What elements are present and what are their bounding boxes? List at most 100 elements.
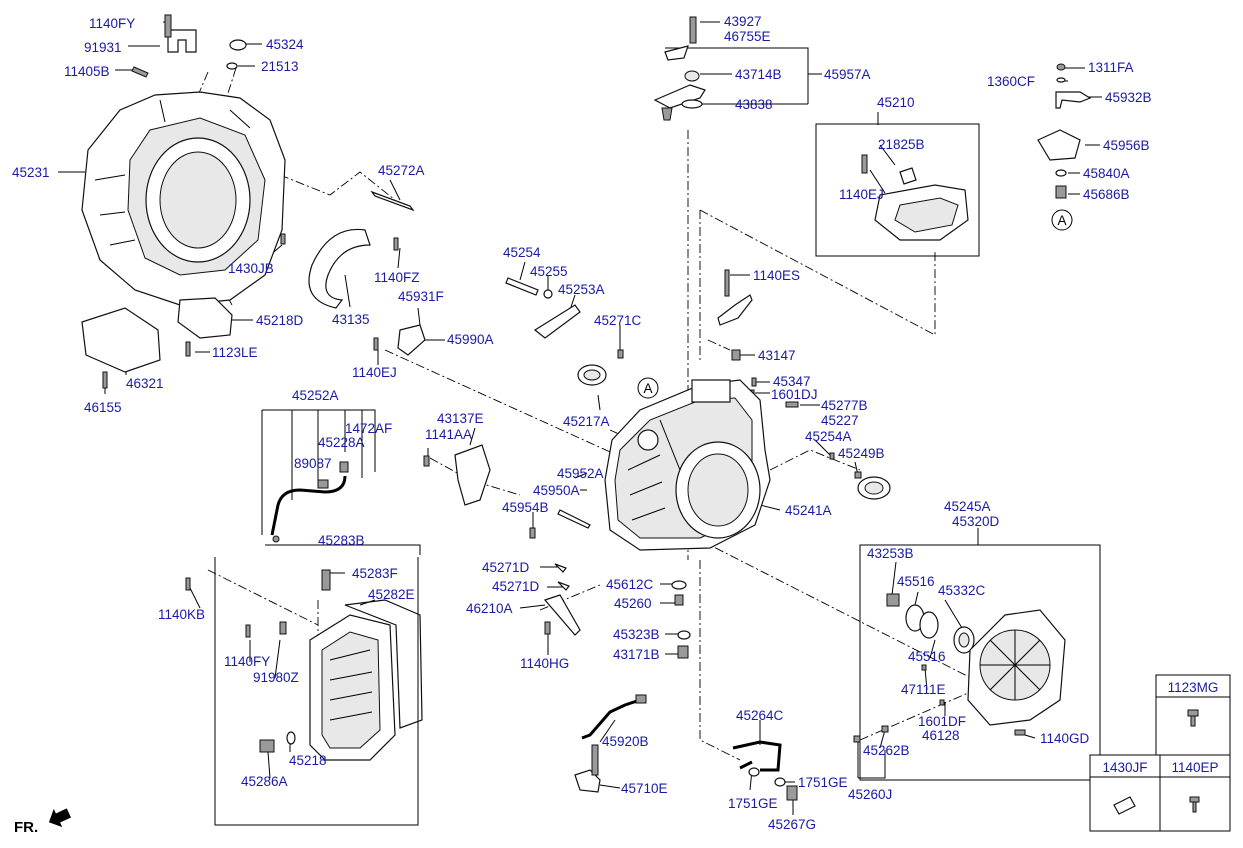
- part-label: 45324: [266, 37, 304, 52]
- part-label: 46128: [922, 728, 960, 743]
- bracket-assembly-part: [861, 154, 969, 241]
- part-label: 1123LE: [212, 345, 258, 360]
- part-label: 1601DJ: [771, 387, 818, 402]
- part-label: 1360CF: [987, 74, 1035, 89]
- part-label: 45323B: [613, 627, 660, 642]
- fr-label: FR.: [14, 819, 38, 836]
- part-label: 21513: [261, 59, 299, 74]
- part-label: 1140EJ: [352, 365, 397, 380]
- part-label: 45347: [773, 374, 811, 389]
- callout-a-circle-center: [637, 377, 659, 399]
- part-label: 45686B: [1083, 187, 1130, 202]
- part-label: 1430JB: [228, 261, 274, 276]
- part-label: 45920B: [602, 734, 649, 749]
- part-label: 45241A: [785, 503, 832, 518]
- part-label: 1601DF: [918, 714, 966, 729]
- converter-housing-part: [81, 14, 286, 306]
- part-label: 45932B: [1105, 90, 1152, 105]
- part-label: 43147: [758, 348, 796, 363]
- part-label: 91980Z: [253, 670, 299, 685]
- part-label: 1751GE: [728, 796, 778, 811]
- part-label: 91931: [84, 40, 122, 55]
- part-label: 1311FA: [1088, 60, 1134, 75]
- part-label: 45283B: [318, 533, 365, 548]
- part-label: 45271C: [594, 313, 642, 328]
- part-label: 45254A: [805, 429, 852, 444]
- part-label: 1140FZ: [374, 270, 420, 285]
- legend-header: 1123MG: [1168, 680, 1219, 695]
- oil-pipe-parts: [270, 444, 491, 543]
- part-label: 43714B: [735, 67, 782, 82]
- transaxle-case-part: [604, 379, 891, 551]
- part-label: 43838: [735, 97, 773, 112]
- oil-pan-part: [185, 569, 423, 761]
- part-label: 45254: [503, 245, 541, 260]
- part-label: 45253A: [558, 282, 605, 297]
- part-label: 1140EJ: [839, 187, 884, 202]
- part-label: 45612C: [606, 577, 654, 592]
- part-label: 46755E: [724, 29, 771, 44]
- part-label: 45282E: [368, 587, 415, 602]
- part-label: 45710E: [621, 781, 668, 796]
- part-label: 45217A: [563, 414, 610, 429]
- part-label: 46321: [126, 376, 164, 391]
- part-label: 1140KB: [158, 607, 205, 622]
- part-label: 45516: [897, 574, 935, 589]
- legend-header: 1430JF: [1102, 760, 1147, 775]
- part-label: 45950A: [533, 483, 580, 498]
- part-label: 1140HG: [520, 656, 569, 671]
- part-label: 45952A: [557, 466, 604, 481]
- part-label: 45218D: [256, 313, 304, 328]
- part-label: 45272A: [378, 163, 425, 178]
- part-label: 45260J: [848, 787, 892, 802]
- part-label: 45320D: [952, 514, 1000, 529]
- middle-small-parts: [505, 269, 799, 408]
- part-label: 45227: [821, 413, 859, 428]
- part-label: 45516: [908, 649, 946, 664]
- part-label: 45249B: [838, 446, 885, 461]
- part-label: 45231: [12, 165, 50, 180]
- part-label: 45264C: [736, 708, 784, 723]
- sensor-parts-right: [1037, 63, 1092, 199]
- part-label: 45218: [289, 753, 327, 768]
- part-label: 45283F: [352, 566, 398, 581]
- part-label: 45990A: [447, 332, 494, 347]
- part-label: 45931F: [398, 289, 444, 304]
- part-label: 1140FY: [224, 654, 270, 669]
- part-label: 11405B: [64, 64, 110, 79]
- small-parts-left: [81, 190, 426, 389]
- part-label: 45260: [614, 596, 652, 611]
- part-label: 45277B: [821, 398, 868, 413]
- part-label: 45255: [530, 264, 568, 279]
- part-label: 45245A: [944, 499, 991, 514]
- callout-a-circles: A A: [637, 209, 1073, 399]
- front-arrow-icon: [48, 808, 71, 828]
- part-label: 45332C: [938, 583, 986, 598]
- part-label: 43171B: [613, 647, 660, 662]
- part-number-labels: 1140FY 91931 11405B 45324 21513 45231 45…: [12, 14, 1152, 832]
- part-label: 45228A: [318, 435, 365, 450]
- part-label: 43253B: [867, 546, 914, 561]
- part-label: 21825B: [878, 137, 925, 152]
- legend-table: 1123MG 1430JF 1140EP: [1089, 674, 1231, 832]
- part-label: 43927: [724, 14, 762, 29]
- part-label: 46155: [84, 400, 122, 415]
- legend-header: 1140EP: [1171, 760, 1218, 775]
- part-label: 45286A: [241, 774, 288, 789]
- pipe-parts: [732, 740, 798, 801]
- front-direction-indicator: FR.: [14, 808, 71, 836]
- part-label: 1472AF: [345, 421, 392, 436]
- part-label: 45210: [877, 95, 915, 110]
- part-label: 45271D: [482, 560, 530, 575]
- part-label: 45267G: [768, 817, 816, 832]
- callout-a-text-right: A: [1057, 213, 1066, 228]
- part-label: 45956B: [1103, 138, 1150, 153]
- part-label: 47111E: [901, 682, 946, 697]
- part-label: 46210A: [466, 601, 513, 616]
- part-label: 43135: [332, 312, 370, 327]
- part-label: 45954B: [502, 500, 549, 515]
- part-label: 1751GE: [798, 775, 848, 790]
- callout-a-text-center: A: [643, 381, 652, 396]
- part-label: 1141AA: [425, 427, 472, 442]
